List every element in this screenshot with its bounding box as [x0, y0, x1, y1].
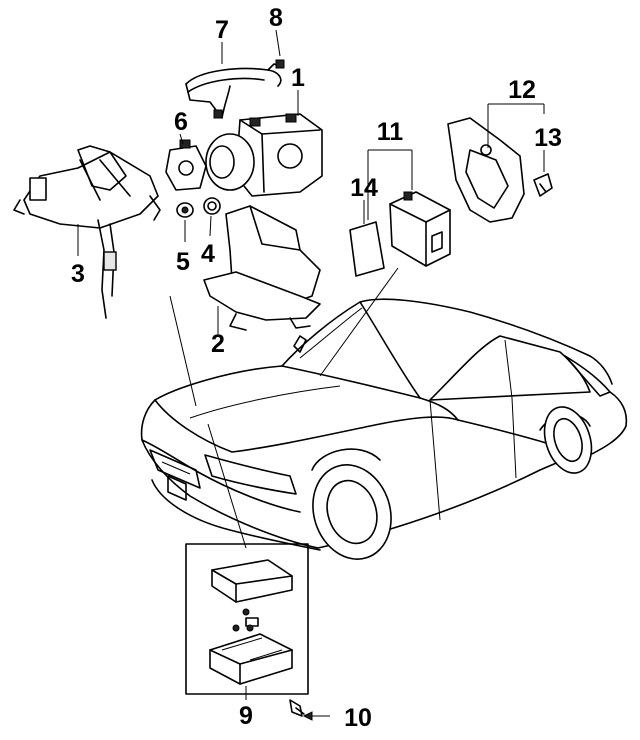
callout-3: 3: [71, 260, 85, 288]
part-6-valve: [165, 139, 207, 191]
callout-2: 2: [211, 330, 225, 358]
callout-arrows: [77, 29, 545, 721]
callout-5: 5: [176, 248, 190, 276]
part-1-abs-modulator: [205, 113, 323, 197]
callout-8: 8: [269, 4, 283, 32]
callout-14: 14: [350, 174, 378, 202]
part-13-clip: [533, 173, 553, 197]
callout-labels: 1 2 3 4 5 6 7 8 9 10 11 12 13 14: [71, 4, 562, 732]
part-12-bracket: [447, 117, 525, 223]
part-10-fastener: [289, 699, 305, 717]
car-body-outline: [140, 298, 628, 560]
callout-10: 10: [344, 704, 372, 732]
part-7-8-brake-lines: [185, 59, 285, 119]
callout-13: 13: [534, 124, 562, 152]
part-9-inset-frame: [185, 543, 309, 695]
callout-9: 9: [239, 702, 253, 730]
callout-7: 7: [215, 16, 229, 44]
callout-11: 11: [377, 118, 404, 146]
callout-4: 4: [201, 240, 215, 268]
part-3-harness-bracket: [13, 145, 161, 319]
callout-6: 6: [174, 108, 188, 136]
callout-12: 12: [508, 76, 536, 104]
leader-lines: [169, 267, 399, 549]
part-11-control-unit: [389, 191, 451, 267]
part-14-cover: [349, 221, 385, 277]
part-2-mount-bracket: [203, 205, 321, 331]
part-5-nut: [176, 202, 194, 218]
callout-1: 1: [291, 64, 305, 92]
part-4-nut: [203, 197, 221, 215]
part-9-relay-box: [209, 559, 293, 685]
